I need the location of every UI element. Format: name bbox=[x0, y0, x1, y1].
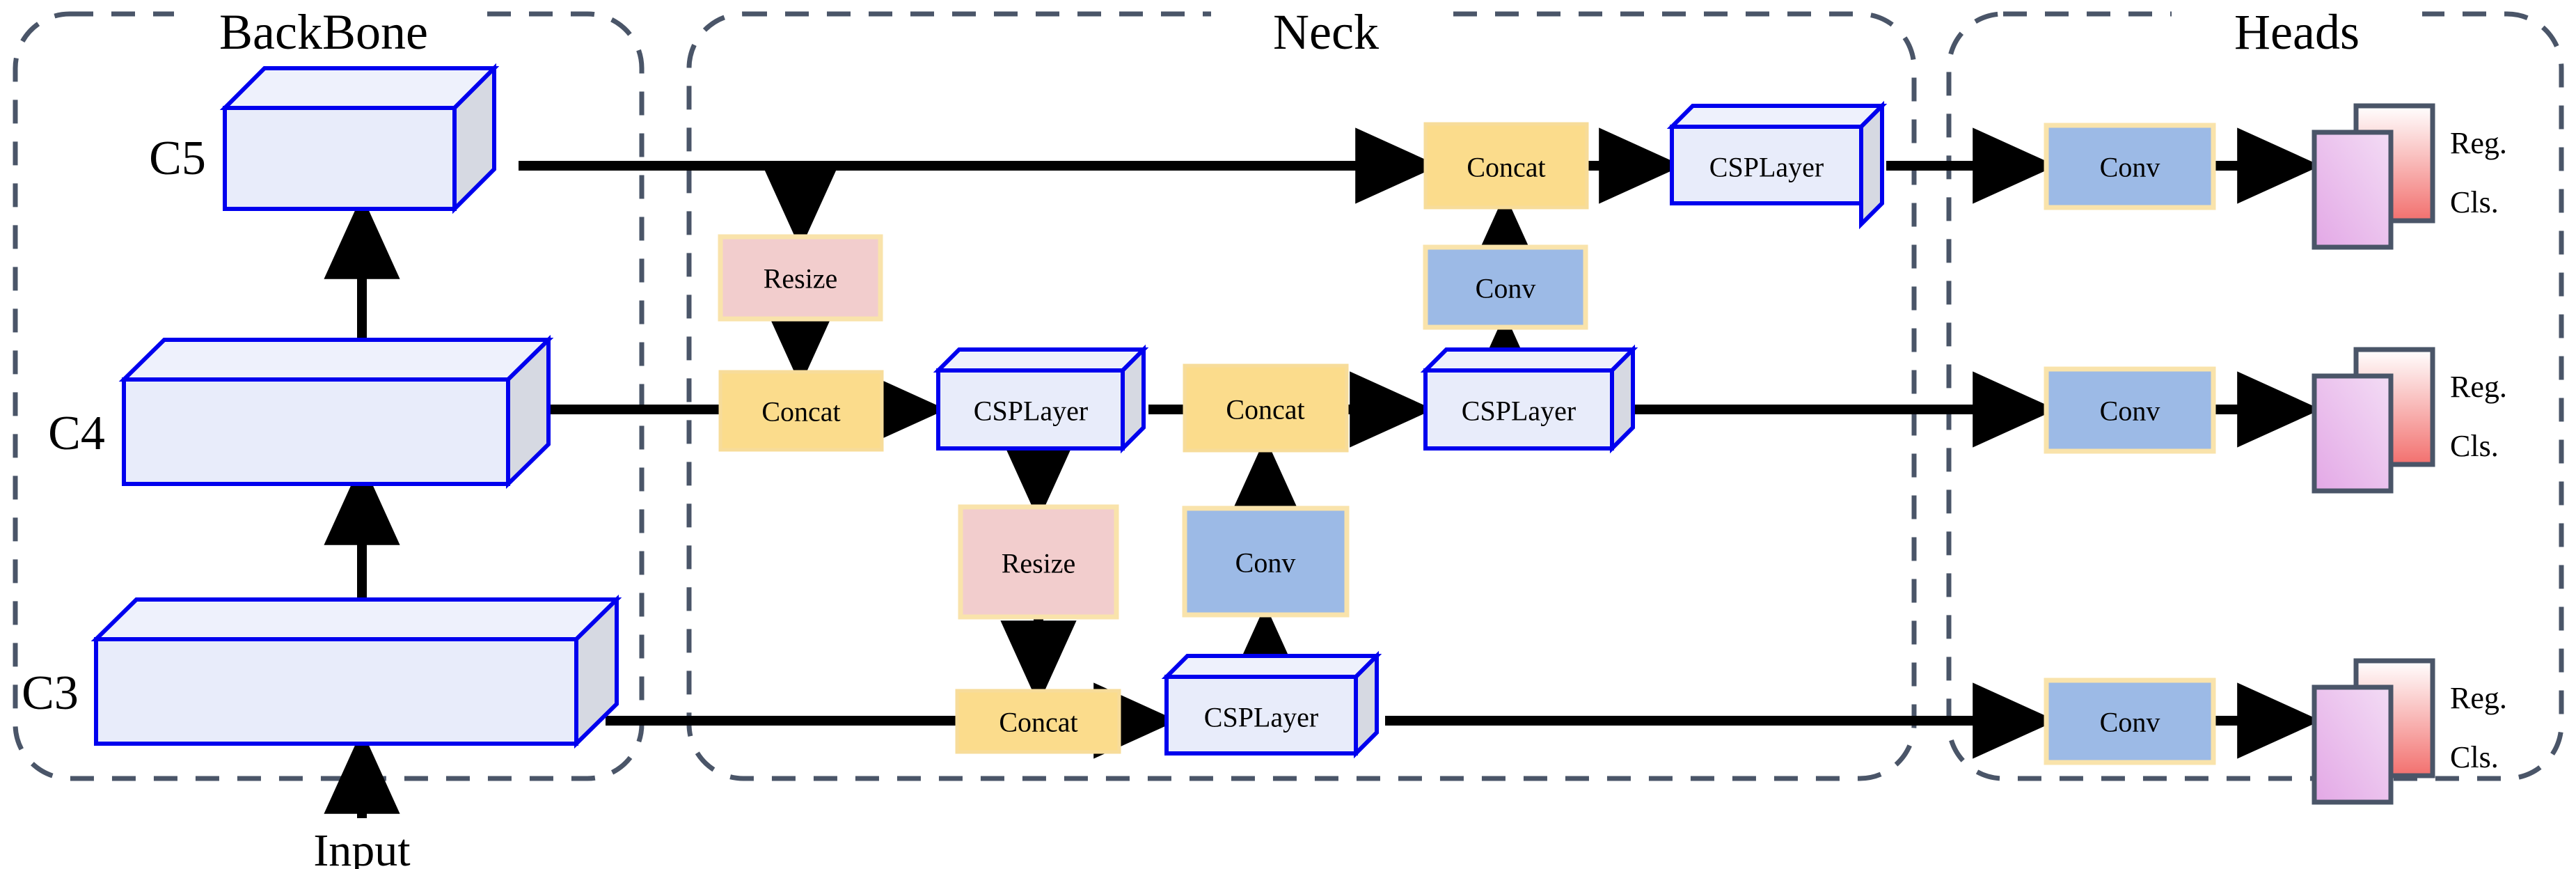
group-title-heads: Heads bbox=[2234, 4, 2360, 60]
csp-r1-side-face bbox=[1121, 344, 1146, 454]
neck-block-conv-up-mid[interactable]: Conv bbox=[1423, 244, 1588, 330]
head-p5-reg-label: Reg. bbox=[2450, 126, 2507, 160]
csp-r1-label: CSPLayer bbox=[974, 396, 1088, 427]
csp-top-top-face bbox=[1666, 104, 1888, 129]
feature-box-c4 bbox=[118, 334, 554, 490]
csp-top-label: CSPLayer bbox=[1709, 152, 1824, 183]
head-p3-output-card-front bbox=[2312, 684, 2394, 805]
neck-block-conv-up-bottom[interactable]: Conv bbox=[1182, 506, 1350, 618]
input-label: Input bbox=[313, 825, 410, 869]
neck-block-concat-r2[interactable]: Concat bbox=[1183, 363, 1349, 453]
concat-r3-label: Concat bbox=[999, 707, 1077, 738]
csp-r2-label: CSPLayer bbox=[1462, 396, 1576, 427]
concat-top-label: Concat bbox=[1467, 152, 1545, 183]
neck-block-resize-top[interactable]: Resize bbox=[718, 234, 883, 322]
concat-r3-box[interactable] bbox=[955, 689, 1121, 754]
head-p5-conv-box[interactable] bbox=[2044, 123, 2216, 210]
neck-block-concat-r1[interactable]: Concat bbox=[718, 370, 884, 452]
head-p3-conv-label: Conv bbox=[2100, 707, 2160, 738]
concat-r2-box[interactable] bbox=[1183, 363, 1349, 453]
head-branch-p4: Conv Reg. Cls. bbox=[2044, 347, 2507, 494]
conv-bottom-label: Conv bbox=[1235, 547, 1296, 579]
csp-r1-top-face bbox=[933, 347, 1149, 373]
neck-block-csplayer-top[interactable]: CSPLayer bbox=[1666, 100, 1888, 230]
conv-mid-label: Conv bbox=[1476, 273, 1536, 304]
head-p5-output-card-front bbox=[2312, 130, 2394, 250]
feature-box-c5 bbox=[219, 63, 500, 214]
head-p5-conv-label: Conv bbox=[2100, 152, 2160, 183]
neck-block-csplayer-r3[interactable]: CSPLayer bbox=[1161, 650, 1382, 759]
resize-top-box[interactable] bbox=[718, 234, 883, 322]
csp-r2-top-face bbox=[1420, 347, 1638, 373]
head-p3-conv-box[interactable] bbox=[2044, 678, 2216, 765]
resize-mid-box[interactable] bbox=[958, 504, 1119, 620]
heads-title-mask bbox=[2172, 0, 2422, 58]
c4-top-face bbox=[118, 338, 554, 382]
head-branch-p5: Conv Reg. Cls. bbox=[2044, 103, 2507, 250]
group-title-neck: Neck bbox=[1273, 4, 1379, 60]
head-p3-reg-label: Reg. bbox=[2450, 681, 2507, 715]
neck-title-mask bbox=[1211, 0, 1441, 58]
csp-r3-front-face[interactable] bbox=[1164, 675, 1358, 756]
stage-label-c3: C3 bbox=[22, 666, 79, 720]
neck-block-resize-mid[interactable]: Resize bbox=[958, 504, 1119, 620]
c5-top-face bbox=[219, 66, 500, 110]
csp-r3-label: CSPLayer bbox=[1204, 702, 1318, 733]
neck-block-csplayer-r1[interactable]: CSPLayer bbox=[933, 344, 1149, 454]
head-p4-conv-box[interactable] bbox=[2044, 366, 2216, 454]
head-p4-conv-label: Conv bbox=[2100, 396, 2160, 427]
backbone-title-mask bbox=[174, 0, 473, 58]
c3-top-face bbox=[90, 597, 622, 641]
head-p4-output-card-front bbox=[2312, 373, 2394, 494]
csp-r2-front-face[interactable] bbox=[1423, 368, 1614, 451]
resize-top-label: Resize bbox=[764, 263, 838, 295]
head-p5-cls-label: Cls. bbox=[2450, 185, 2499, 219]
stage-label-c4: C4 bbox=[48, 407, 105, 460]
neck-block-concat-r3[interactable]: Concat bbox=[955, 689, 1121, 754]
concat-r1-box[interactable] bbox=[718, 370, 884, 452]
head-p4-cls-label: Cls. bbox=[2450, 429, 2499, 463]
neck-block-concat-top[interactable]: Concat bbox=[1423, 122, 1589, 210]
c5-front-face bbox=[223, 106, 457, 211]
csp-r1-front-face[interactable] bbox=[936, 368, 1125, 451]
head-p3-cls-label: Cls. bbox=[2450, 740, 2499, 774]
concat-r1-label: Concat bbox=[761, 396, 840, 428]
concat-r2-label: Concat bbox=[1226, 394, 1304, 425]
csp-top-side-face bbox=[1859, 100, 1884, 230]
conv-bottom-box[interactable] bbox=[1182, 506, 1350, 618]
c3-front-face bbox=[94, 637, 578, 746]
head-p4-reg-label: Reg. bbox=[2450, 370, 2507, 404]
csp-r2-side-face bbox=[1610, 344, 1635, 454]
resize-mid-label: Resize bbox=[1002, 548, 1076, 579]
group-title-backbone: BackBone bbox=[219, 4, 428, 60]
concat-top-box[interactable] bbox=[1423, 122, 1589, 210]
stage-label-c5: C5 bbox=[149, 132, 206, 185]
neck-block-csplayer-r2[interactable]: CSPLayer bbox=[1420, 344, 1638, 454]
c4-front-face bbox=[122, 377, 510, 486]
csp-r3-top-face bbox=[1161, 654, 1382, 679]
head-branch-p3: Conv Reg. Cls. bbox=[2044, 658, 2507, 805]
feature-box-c3 bbox=[90, 594, 622, 749]
conv-mid-box[interactable] bbox=[1423, 244, 1588, 330]
csp-top-front-face[interactable] bbox=[1670, 125, 1863, 205]
